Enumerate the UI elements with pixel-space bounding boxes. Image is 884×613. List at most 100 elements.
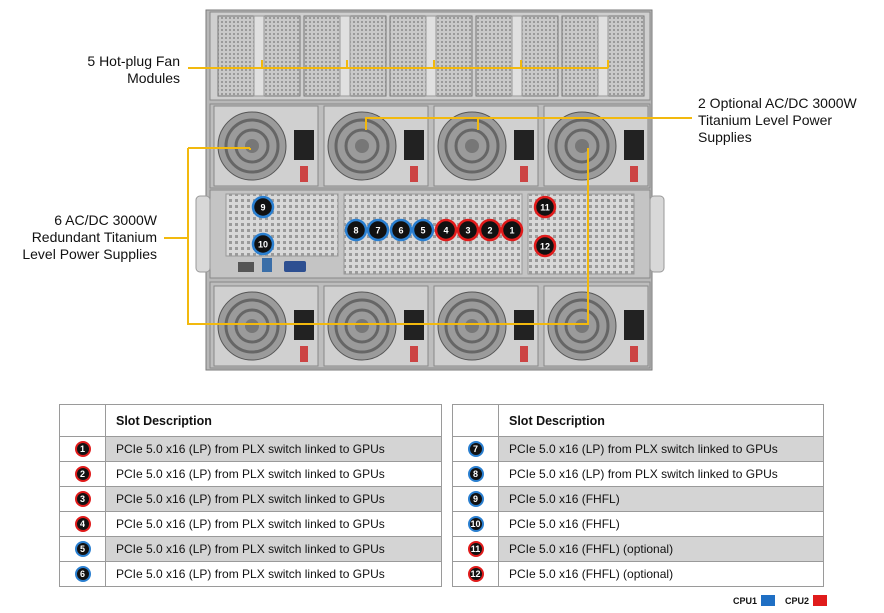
- fan-module: [389, 15, 473, 97]
- slot-description-cell: PCIe 5.0 x16 (FHFL) (optional): [498, 561, 824, 587]
- slot-badge-9: 9: [251, 195, 275, 219]
- table-row: 3 PCIe 5.0 x16 (LP) from PLX switch linke…: [59, 486, 442, 512]
- table-header-row: Slot Description: [59, 404, 442, 437]
- slot-badge-2: 2: [74, 466, 91, 482]
- optional-psu-line2: Titanium Level Power: [698, 112, 833, 128]
- slot-badge-7: 7: [366, 218, 390, 242]
- slot-badge-1: 1: [74, 441, 91, 457]
- slot-number-cell: 10: [452, 511, 499, 537]
- slot-badge-label: 7: [375, 226, 380, 236]
- slot-number-cell: 8: [452, 461, 499, 487]
- redundant-psu-callout: 6 AC/DC 3000W Redundant Titanium Level P…: [0, 212, 157, 263]
- fan-callout-line1: 5 Hot-plug Fan: [87, 53, 180, 69]
- slot-number-cell: 4: [59, 511, 106, 537]
- slot-badge-7: 7: [467, 441, 484, 457]
- slot-badge-12: 12: [467, 566, 484, 582]
- slot-description-cell: PCIe 5.0 x16 (LP) from PLX switch linked…: [105, 436, 442, 462]
- slot-badge-10: 10: [251, 232, 275, 256]
- slot-badge-9: 9: [467, 491, 484, 507]
- redundant-psu-line3: Level Power Supplies: [22, 246, 157, 262]
- slot-description-cell: PCIe 5.0 x16 (LP) from PLX switch linked…: [105, 461, 442, 487]
- slot-description-cell: PCIe 5.0 x16 (LP) from PLX switch linked…: [105, 536, 442, 562]
- slot-description-cell: PCIe 5.0 x16 (LP) from PLX switch linked…: [498, 436, 824, 462]
- psu-row-top: [209, 103, 651, 189]
- slot-badge-label: 8: [353, 226, 358, 236]
- table-header-row: Slot Description: [452, 404, 824, 437]
- table-row: 8 PCIe 5.0 x16 (LP) from PLX switch linke…: [452, 461, 824, 487]
- slot-number-cell: 1: [59, 436, 106, 462]
- psu-unit: [323, 105, 429, 187]
- slot-badge-label: 10: [258, 240, 268, 250]
- table-row: 9 PCIe 5.0 x16 (FHFL): [452, 486, 824, 512]
- slot-badge-label: 11: [540, 203, 550, 213]
- fan-module: [561, 15, 645, 97]
- slot-number-cell: 6: [59, 561, 106, 587]
- table-row: 1 PCIe 5.0 x16 (LP) from PLX switch linke…: [59, 436, 442, 462]
- slot-badge-11: 11: [467, 541, 484, 557]
- fan-callout-line2: Modules: [127, 70, 180, 86]
- slot-badge-11: 11: [533, 195, 557, 219]
- cpu-legend: CPU1 CPU2: [733, 595, 828, 606]
- header-num-cell: [59, 404, 106, 437]
- fan-module: [303, 15, 387, 97]
- cpu2-legend-label: CPU2: [785, 595, 810, 606]
- slot-badge-label: 5: [420, 226, 425, 236]
- slot-badge-8: 8: [344, 218, 368, 242]
- slot-number-cell: 7: [452, 436, 499, 462]
- slot-badge-4: 4: [74, 516, 91, 532]
- slot-badge-label: 4: [443, 226, 448, 236]
- table-row: 4 PCIe 5.0 x16 (LP) from PLX switch linke…: [59, 511, 442, 537]
- cpu1-swatch: [761, 595, 776, 606]
- slot-number-cell: 2: [59, 461, 106, 487]
- slot-number-cell: 12: [452, 561, 499, 587]
- psu-unit: [433, 285, 539, 367]
- redundant-psu-line1: 6 AC/DC 3000W: [54, 212, 157, 228]
- optional-psu-line1: 2 Optional AC/DC 3000W: [698, 95, 857, 111]
- table-row: 6 PCIe 5.0 x16 (LP) from PLX switch linke…: [59, 561, 442, 587]
- psu-unit: [543, 105, 649, 187]
- redundant-psu-line2: Redundant Titanium: [31, 229, 157, 245]
- optional-psu-line3: Supplies: [698, 129, 752, 145]
- slot-badge-label: 2: [487, 226, 492, 236]
- slot-badge-12: 12: [533, 234, 557, 258]
- psu-row-bottom: [209, 281, 651, 369]
- slot-badge-3: 3: [456, 218, 480, 242]
- fan-modules: [209, 11, 651, 101]
- slot-badge-2: 2: [478, 218, 502, 242]
- slot-description-cell: PCIe 5.0 x16 (LP) from PLX switch linked…: [498, 461, 824, 487]
- header-slot-description: Slot Description: [105, 404, 442, 437]
- slot-description-cell: PCIe 5.0 x16 (LP) from PLX switch linked…: [105, 486, 442, 512]
- slot-badge-label: 1: [509, 226, 514, 236]
- slot-description-cell: PCIe 5.0 x16 (LP) from PLX switch linked…: [105, 511, 442, 537]
- callout-lines: [164, 60, 692, 325]
- slot-number-cell: 3: [59, 486, 106, 512]
- slot-description-cell: PCIe 5.0 x16 (FHFL): [498, 486, 824, 512]
- cpu2-swatch: [813, 595, 828, 606]
- slot-description-cell: PCIe 5.0 x16 (FHFL): [498, 511, 824, 537]
- slot-number-cell: 5: [59, 536, 106, 562]
- psu-unit: [213, 285, 319, 367]
- header-num-cell: [452, 404, 499, 437]
- psu-unit: [543, 285, 649, 367]
- slot-badge-8: 8: [467, 466, 484, 482]
- header-slot-description: Slot Description: [498, 404, 824, 437]
- slot-badge-1: 1: [500, 218, 524, 242]
- psu-unit: [433, 105, 539, 187]
- slot-badge-6: 6: [74, 566, 91, 582]
- slot-badge-3: 3: [74, 491, 91, 507]
- table-row: 7 PCIe 5.0 x16 (LP) from PLX switch linke…: [452, 436, 824, 462]
- slot-badge-5: 5: [411, 218, 435, 242]
- slot-description-cell: PCIe 5.0 x16 (LP) from PLX switch linked…: [105, 561, 442, 587]
- fan-module: [217, 15, 301, 97]
- slot-badge-4: 4: [434, 218, 458, 242]
- fan-module: [475, 15, 559, 97]
- slot-badge-label: 12: [540, 242, 550, 252]
- slot-badge-label: 3: [465, 226, 470, 236]
